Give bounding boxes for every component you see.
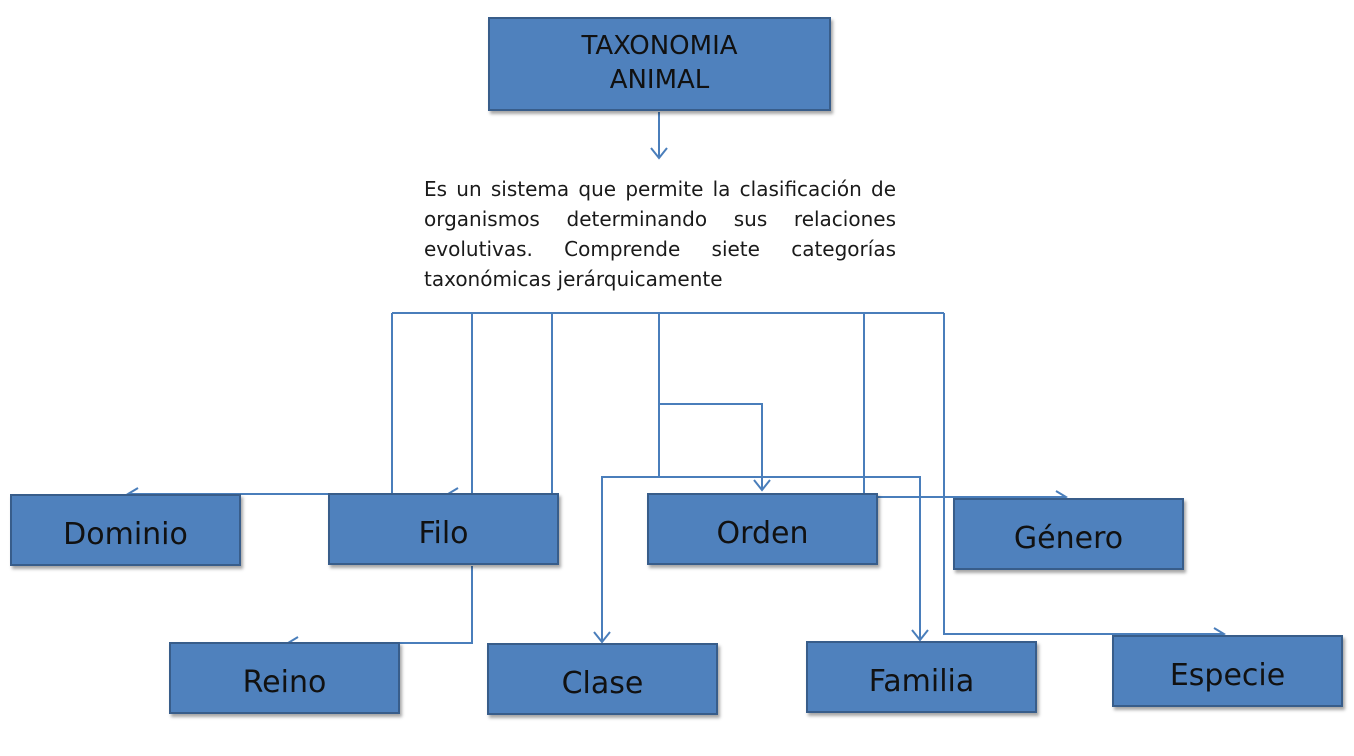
especie-label: Especie: [1169, 657, 1286, 693]
connector-to-dominio: [126, 313, 393, 501]
title-box: TAXONOMIA ANIMAL: [488, 17, 831, 111]
filo-label: Filo: [418, 515, 469, 551]
genero-label: Género: [1013, 520, 1124, 556]
clase-label: Clase: [561, 665, 644, 701]
title-line-2: ANIMAL: [609, 65, 710, 95]
familia-box: Familia: [806, 641, 1037, 713]
connector-to-orden: [658, 313, 771, 492]
connector-to-genero: [863, 313, 1068, 504]
connector-to-reino: [286, 566, 473, 650]
genero-box: Género: [953, 498, 1184, 570]
connector-title-to-description: [650, 112, 668, 160]
orden-box: Orden: [647, 493, 878, 565]
orden-label: Orden: [716, 515, 809, 551]
clase-box: Clase: [487, 643, 718, 715]
filo-box: Filo: [328, 493, 559, 565]
reino-label: Reino: [242, 664, 327, 700]
reino-box: Reino: [169, 642, 400, 714]
connector-to-familia: [659, 476, 929, 642]
especie-box: Especie: [1112, 635, 1343, 707]
dominio-label: Dominio: [63, 516, 188, 552]
familia-label: Familia: [868, 663, 975, 699]
dominio-box: Dominio: [10, 494, 241, 566]
connector-to-especie: [943, 313, 1226, 641]
connector-to-filo: [446, 313, 553, 501]
title-line-1: TAXONOMIA: [581, 31, 738, 62]
description-text: Es un sistema que permite la clasificaci…: [424, 177, 896, 291]
connector-to-clase: [593, 404, 660, 644]
